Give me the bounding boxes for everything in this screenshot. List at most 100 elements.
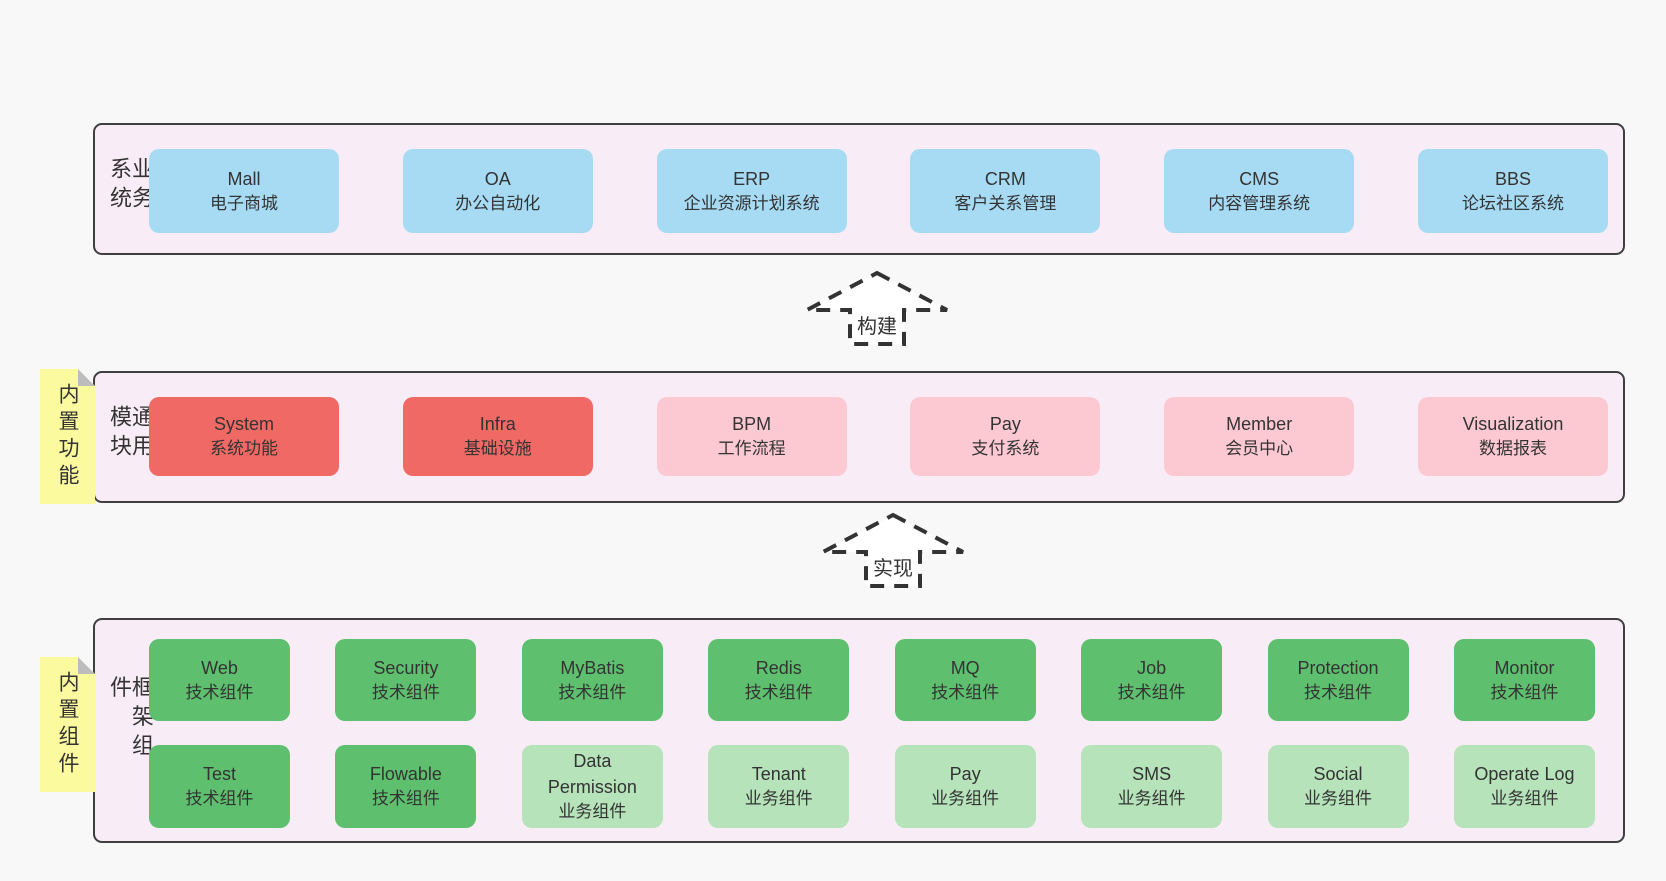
box-title: Pay (949, 764, 981, 785)
box-cms: CMS 内容管理系统 (1164, 149, 1355, 233)
box-title: Security (373, 657, 439, 678)
box-title: System (213, 414, 274, 435)
box-erp: ERP 企业资源计划系统 (656, 149, 847, 233)
box-subtitle: 内容管理系统 (1208, 193, 1311, 213)
box-sms: SMS 业务组件 (1081, 745, 1223, 828)
box-title: MQ (950, 657, 980, 678)
box-title: CMS (1239, 168, 1280, 189)
box-subtitle: 技术组件 (744, 682, 813, 702)
common-modules-grid: System 系统功能 Infra 基础设施 BPM 工作流程 Pay 支付系统… (149, 397, 1608, 476)
box-tenant: Tenant 业务组件 (708, 745, 850, 828)
box-subtitle: 技术组件 (1304, 682, 1373, 702)
box-subtitle: 技术组件 (558, 682, 627, 702)
box-test: Test 技术组件 (149, 745, 290, 828)
box-title: Infra (479, 414, 516, 435)
box-pay-component: Pay 业务组件 (894, 745, 1036, 828)
box-title: ERP (733, 168, 771, 189)
build-arrow: 构建 (802, 268, 952, 348)
box-title: Protection (1297, 657, 1379, 678)
box-job: Job 技术组件 (1081, 639, 1223, 721)
box-mall: Mall 电子商城 (149, 149, 339, 233)
box-title: Operate Log (1474, 764, 1575, 785)
box-title: CRM (984, 168, 1026, 189)
box-subtitle: 技术组件 (371, 682, 440, 702)
box-subtitle: 技术组件 (1117, 682, 1186, 702)
box-pay-module: Pay 支付系统 (910, 397, 1101, 476)
box-subtitle: 业务组件 (1304, 789, 1373, 809)
framework-components-panel: 内置组件 框架组件 Web 技术组件 Security 技术组件 MyBatis… (93, 618, 1625, 843)
box-social: Social 业务组件 (1267, 745, 1409, 828)
box-subtitle: 技术组件 (371, 789, 440, 809)
box-data-permission: Data Permission 业务组件 (521, 745, 663, 828)
box-subtitle: 技术组件 (931, 682, 1000, 702)
box-crm: CRM 客户关系管理 (910, 149, 1101, 233)
box-system: System 系统功能 (149, 397, 339, 476)
box-subtitle: 业务组件 (558, 802, 627, 822)
box-member: Member 会员中心 (1164, 397, 1355, 476)
box-subtitle: 会员中心 (1225, 439, 1294, 459)
framework-row-1: Web 技术组件 Security 技术组件 MyBatis 技术组件 Redi… (149, 639, 1595, 721)
box-title: Member (1226, 414, 1293, 435)
box-title: Test (202, 764, 236, 785)
box-title: Data Permission (547, 751, 637, 798)
box-title: Flowable (369, 764, 442, 785)
box-subtitle: 技术组件 (185, 789, 254, 809)
box-title: Tenant (751, 764, 806, 785)
box-subtitle: 系统功能 (210, 439, 278, 459)
box-subtitle: 业务组件 (744, 789, 813, 809)
implement-arrow: 实现 (818, 510, 968, 590)
builtin-components-tab: 内置组件 (40, 657, 95, 792)
box-subtitle: 技术组件 (1490, 682, 1559, 702)
box-title: Mall (227, 168, 261, 189)
box-web: Web 技术组件 (149, 639, 290, 721)
business-systems-label: 业务系统 (107, 157, 154, 215)
box-subtitle: 客户关系管理 (954, 193, 1057, 213)
box-title: Job (1137, 657, 1167, 678)
business-systems-panel: 业务系统 Mall 电子商城 OA 办公自动化 ERP 企业资源计划系统 CRM… (93, 123, 1625, 255)
framework-components-label: 框架组件 (107, 675, 154, 763)
box-title: Social (1313, 764, 1363, 785)
box-subtitle: 业务组件 (1117, 789, 1186, 809)
box-mybatis: MyBatis 技术组件 (521, 639, 663, 721)
box-title: SMS (1132, 764, 1172, 785)
box-subtitle: 电子商城 (210, 193, 278, 213)
folded-corner-icon (78, 369, 95, 386)
folded-corner-icon (78, 657, 95, 674)
box-title: Redis (755, 657, 802, 678)
box-title: Pay (989, 414, 1021, 435)
box-subtitle: 工作流程 (717, 439, 786, 459)
box-bbs: BBS 论坛社区系统 (1417, 149, 1608, 233)
builtin-components-tab-label: 内置组件 (56, 670, 79, 779)
box-redis: Redis 技术组件 (708, 639, 850, 721)
framework-row-2: Test 技术组件 Flowable 技术组件 Data Permission … (149, 745, 1595, 828)
box-subtitle: 技术组件 (185, 682, 254, 702)
box-monitor: Monitor 技术组件 (1453, 639, 1595, 721)
builtin-features-tab: 内置功能 (40, 369, 95, 504)
common-modules-panel: 内置功能 通用模块 System 系统功能 Infra 基础设施 BPM 工作流… (93, 371, 1625, 503)
box-title: OA (484, 168, 511, 189)
up-arrow-icon (822, 512, 964, 588)
box-subtitle: 企业资源计划系统 (683, 193, 820, 213)
box-oa: OA 办公自动化 (402, 149, 593, 233)
box-title: Visualization (1462, 414, 1564, 435)
box-visualization: Visualization 数据报表 (1417, 397, 1608, 476)
box-subtitle: 业务组件 (931, 789, 1000, 809)
builtin-features-tab-label: 内置功能 (56, 382, 79, 491)
box-subtitle: 办公自动化 (455, 193, 541, 213)
box-subtitle: 数据报表 (1478, 439, 1547, 459)
box-operate-log: Operate Log 业务组件 (1453, 745, 1595, 828)
box-infra: Infra 基础设施 (402, 397, 593, 476)
business-systems-grid: Mall 电子商城 OA 办公自动化 ERP 企业资源计划系统 CRM 客户关系… (149, 149, 1608, 233)
box-title: Monitor (1494, 657, 1555, 678)
box-subtitle: 论坛社区系统 (1461, 193, 1564, 213)
box-subtitle: 业务组件 (1490, 789, 1559, 809)
box-subtitle: 支付系统 (971, 439, 1040, 459)
box-mq: MQ 技术组件 (894, 639, 1036, 721)
box-flowable: Flowable 技术组件 (335, 745, 477, 828)
box-title: MyBatis (560, 657, 625, 678)
common-modules-label: 通用模块 (107, 405, 154, 463)
up-arrow-icon (806, 270, 948, 346)
box-protection: Protection 技术组件 (1267, 639, 1409, 721)
box-security: Security 技术组件 (335, 639, 477, 721)
